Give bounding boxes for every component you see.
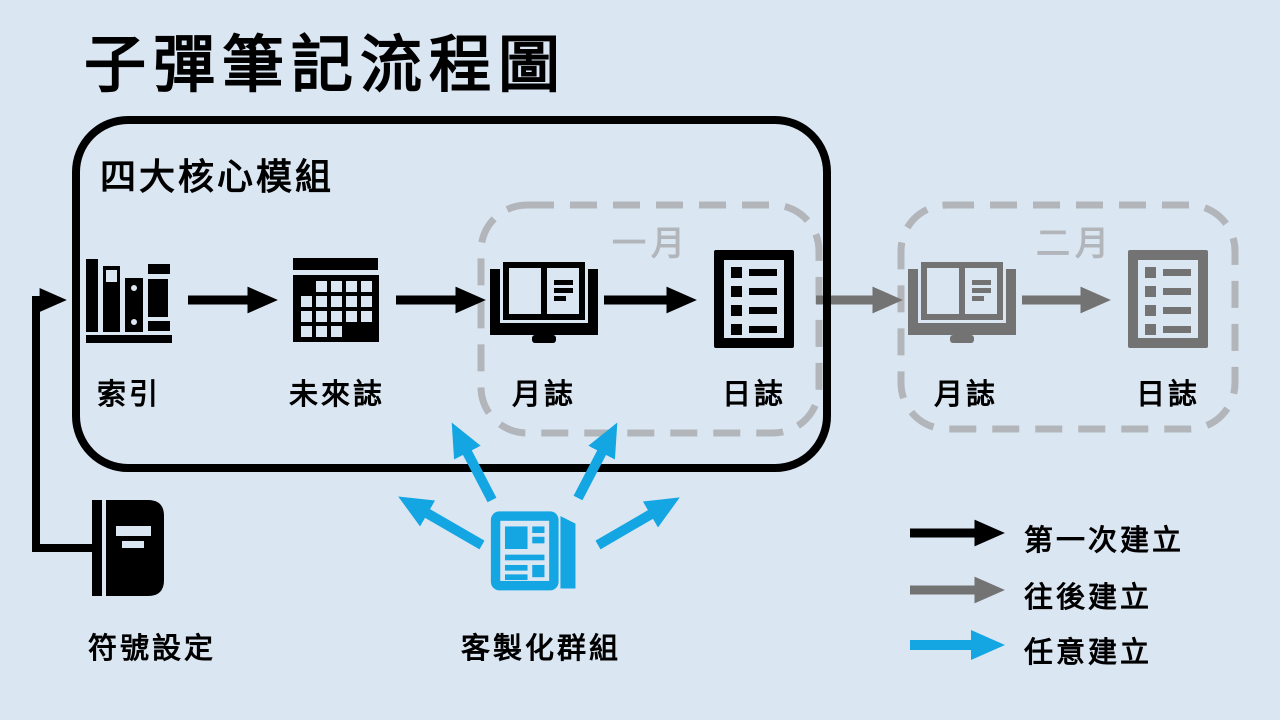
node-label-monthly-log-jan: 月誌: [511, 379, 576, 411]
notebook-icon: [92, 498, 166, 598]
arrow-collections-out-left: [398, 496, 485, 550]
page-title: 子彈筆記流程圖: [84, 31, 568, 100]
books-icon: [84, 255, 174, 345]
core-modules-label: 四大核心模組: [100, 156, 335, 197]
node-label-monthly-log-feb: 月誌: [933, 379, 998, 411]
arrow-collections-to-daily: [573, 422, 618, 501]
node-label-daily-log-jan: 日誌: [721, 379, 786, 411]
node-label-index: 索引: [96, 379, 161, 411]
node-label-future-log: 未來誌: [288, 379, 385, 411]
list-icon: [1128, 250, 1208, 350]
calendar-icon: [293, 255, 381, 345]
node-label-symbol-settings: 符號設定: [87, 633, 216, 665]
open-book-icon: [488, 252, 600, 344]
legend-label-anytime: 任意建立: [1024, 637, 1153, 669]
arrow-collections-to-monthly: [451, 422, 497, 503]
list-icon: [714, 250, 794, 350]
open-book-icon: [906, 252, 1018, 344]
node-label-daily-log-feb: 日誌: [1135, 379, 1200, 411]
month-label-february: 二月: [1036, 225, 1114, 263]
node-label-custom-collections: 客製化群組: [460, 633, 621, 665]
newspaper-icon: [488, 502, 584, 596]
legend-label-subsequent: 往後建立: [1024, 582, 1153, 614]
legend-label-first-time: 第一次建立: [1024, 525, 1185, 557]
month-label-january: 一月: [612, 225, 690, 263]
arrow-collections-out-right: [595, 497, 680, 550]
